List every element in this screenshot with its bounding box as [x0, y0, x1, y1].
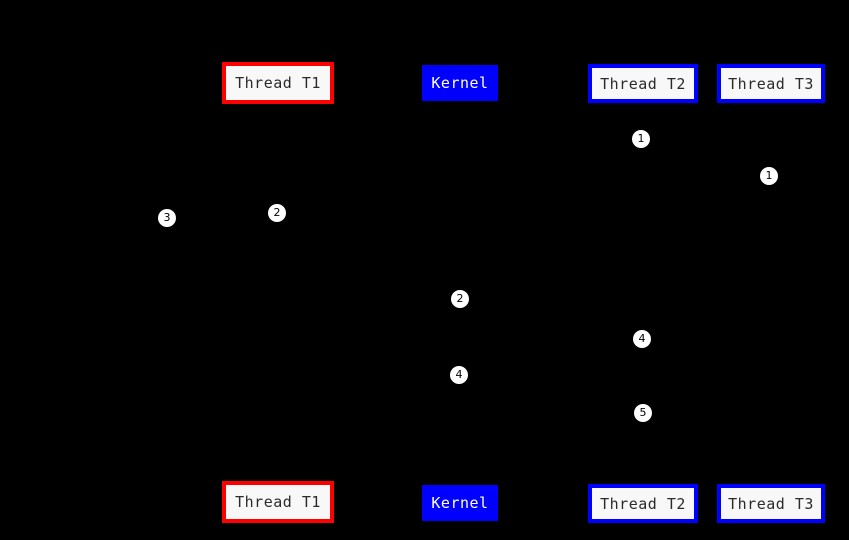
message-arrow-6 [278, 375, 460, 376]
participant-thread-t1-bottom[interactable]: Thread T1 [222, 481, 334, 523]
step-marker: 3 [158, 209, 176, 227]
step-marker: 1 [632, 130, 650, 148]
participant-kernel-top[interactable]: Kernel [422, 65, 498, 101]
step-marker: 4 [450, 366, 468, 384]
participant-thread-t1-top[interactable]: Thread T1 [222, 62, 334, 104]
participant-label: Thread T2 [600, 494, 686, 513]
participant-label: Thread T3 [728, 74, 814, 93]
message-arrow-4 [278, 299, 460, 300]
step-marker: 4 [633, 330, 651, 348]
participant-label: Thread T1 [235, 493, 321, 511]
participant-kernel-bottom[interactable]: Kernel [422, 485, 498, 521]
step-marker: 1 [760, 167, 778, 185]
step-marker: 2 [268, 204, 286, 222]
message-arrow-2 [771, 176, 788, 177]
participant-thread-t3-top[interactable]: Thread T3 [717, 64, 825, 103]
message-arrow-1 [643, 139, 660, 140]
participant-thread-t2-top[interactable]: Thread T2 [588, 64, 698, 103]
step-marker: 5 [634, 404, 652, 422]
message-arrow-5 [460, 339, 643, 340]
participant-label: Kernel [431, 74, 489, 92]
message-arrow-3 [167, 213, 278, 214]
participant-label: Thread T3 [728, 494, 814, 513]
lifeline-thread-t3 [771, 103, 772, 484]
participant-label: Thread T1 [235, 74, 321, 92]
lifeline-thread-t1 [278, 104, 279, 481]
participant-label: Kernel [431, 494, 489, 512]
message-arrow-7 [460, 413, 643, 414]
participant-thread-t3-bottom[interactable]: Thread T3 [717, 484, 825, 523]
step-marker: 2 [451, 290, 469, 308]
participant-thread-t2-bottom[interactable]: Thread T2 [588, 484, 698, 523]
participant-label: Thread T2 [600, 74, 686, 93]
lifeline-thread-t2 [643, 103, 644, 484]
